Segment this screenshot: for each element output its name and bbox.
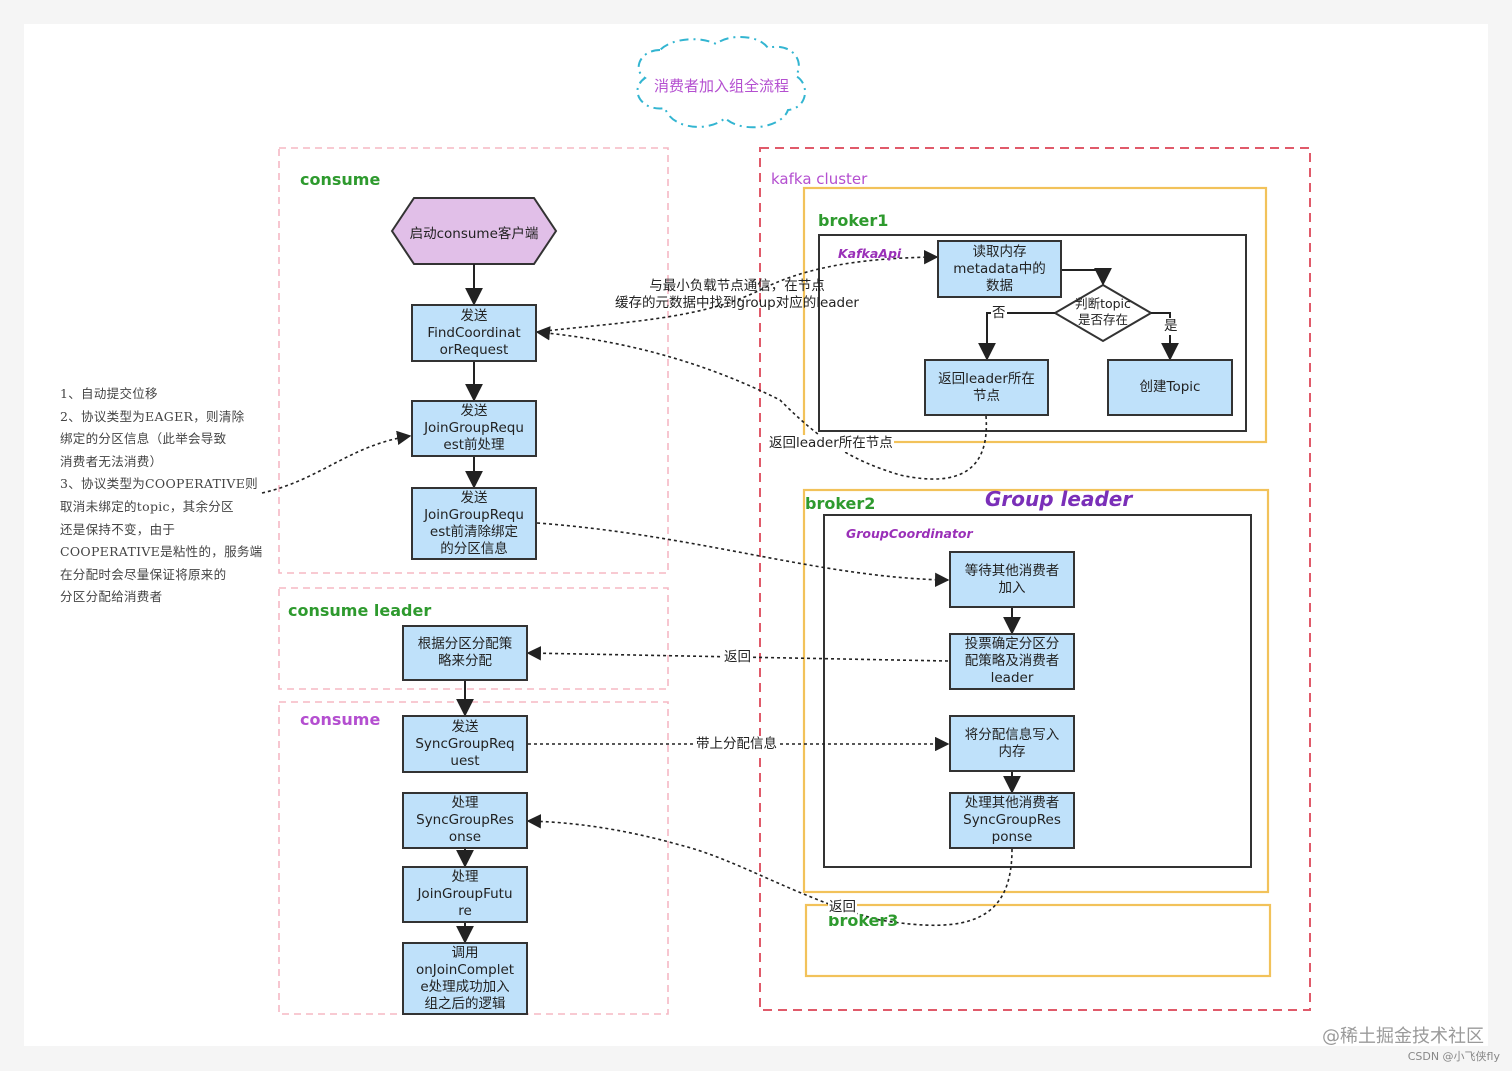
kafka-api-region xyxy=(818,234,1247,432)
write-memory-box: 将分配信息写入 内存 xyxy=(949,715,1075,772)
judge-topic-label: 判断topic 是否存在 xyxy=(1075,296,1131,327)
edge-label-find-leader: 与最小负载节点通信，在节点 缓存的元数据中找到group对应的leader xyxy=(615,278,859,311)
edge-label-with-assignment: 带上分配信息 xyxy=(694,736,779,753)
note-line: 绑定的分区信息（此举会导致 xyxy=(60,431,227,447)
kafka-cluster-label: kafka cluster xyxy=(771,170,868,188)
solid-connectors xyxy=(456,264,1179,944)
note-line: 消费者无法消费） xyxy=(60,453,163,469)
group-leader-label: Group leader xyxy=(985,487,1133,511)
group-coordinator-label: GroupCoordinator xyxy=(846,526,973,541)
join-group-pre-box: 发送 JoinGroupRequ est前处理 xyxy=(411,400,537,457)
create-topic-box: 创建Topic xyxy=(1107,359,1233,416)
note-line: 还是保持不变，由于 xyxy=(60,521,176,537)
sync-group-request-box: 发送 SyncGroupReq uest xyxy=(402,715,528,773)
join-group-clear-box: 发送 JoinGroupRequ est前清除绑定 的分区信息 xyxy=(411,487,537,560)
diagram-title: 消费者加入组全流程 xyxy=(654,77,790,95)
return-leader-box: 返回leader所在 节点 xyxy=(924,359,1049,416)
consume-region-top xyxy=(278,147,669,574)
edge-label-no: 否 xyxy=(991,305,1007,322)
broker3-region xyxy=(804,903,1272,978)
find-coordinator-box: 发送 FindCoordinat orRequest xyxy=(411,304,537,362)
edge-label-return-2: 返回 xyxy=(828,899,857,916)
broker1-region xyxy=(802,186,1268,444)
watermark-csdn: CSDN @小飞侠fly xyxy=(1407,1050,1500,1063)
kafka-api-label: KafkaApi xyxy=(838,246,902,261)
on-join-complete-box: 调用 onJoinComplet e处理成功加入 组之后的逻辑 xyxy=(402,942,528,1015)
diagram-canvas xyxy=(24,24,1488,1046)
edge-label-yes: 是 xyxy=(1163,318,1179,335)
join-group-future-box: 处理 JoinGroupFutu re xyxy=(402,866,528,923)
broker1-label: broker1 xyxy=(818,211,889,230)
side-note: 1、自动提交位移 2、协议类型为EAGER，则清除 绑定的分区信息（此举会导致 … xyxy=(60,383,265,609)
start-hexagon xyxy=(390,197,558,265)
read-metadata-box: 读取内存 metadata中的 数据 xyxy=(937,240,1062,298)
consume-leader-region xyxy=(278,587,669,690)
judge-topic-diamond xyxy=(1053,283,1153,343)
start-node-label: 启动consume客户端 xyxy=(409,226,539,242)
edge-label-return-leader-node: 返回leader所在节点 xyxy=(768,435,894,452)
wait-others-box: 等待其他消费者 加入 xyxy=(949,551,1075,608)
note-line: COOPERATIVE是粘性的，服务端 xyxy=(60,544,263,560)
note-line: 3、协议类型为COOPERATIVE则 xyxy=(60,476,258,492)
note-line: 1、自动提交位移 xyxy=(60,386,158,401)
note-line: 取消未绑定的topic，其余分区 xyxy=(60,498,234,514)
handle-others-sync-box: 处理其他消费者 SyncGroupRes ponse xyxy=(949,792,1075,849)
broker2-region xyxy=(802,488,1270,894)
sync-group-response-box: 处理 SyncGroupRes onse xyxy=(402,792,528,849)
assign-partitions-box: 根据分区分配策 略来分配 xyxy=(402,625,528,681)
edge-label-return: 返回 xyxy=(722,649,753,666)
dashed-connectors xyxy=(261,249,1013,926)
consume-leader-label: consume leader xyxy=(288,601,432,620)
note-line: 分区分配给消费者 xyxy=(60,589,163,605)
kafka-cluster-region xyxy=(759,147,1311,1011)
watermark-site: @稀土掘金技术社区 xyxy=(1322,1026,1484,1047)
consume-region-bottom-label: consume xyxy=(300,710,381,729)
consume-region-label: consume xyxy=(300,170,381,189)
vote-strategy-box: 投票确定分区分 配策略及消费者 leader xyxy=(949,633,1075,690)
note-line: 2、协议类型为EAGER，则清除 xyxy=(60,408,245,424)
broker2-label: broker2 xyxy=(805,494,876,513)
note-line: 在分配时会尽量保证将原来的 xyxy=(60,566,227,582)
group-coordinator-region xyxy=(823,514,1252,868)
